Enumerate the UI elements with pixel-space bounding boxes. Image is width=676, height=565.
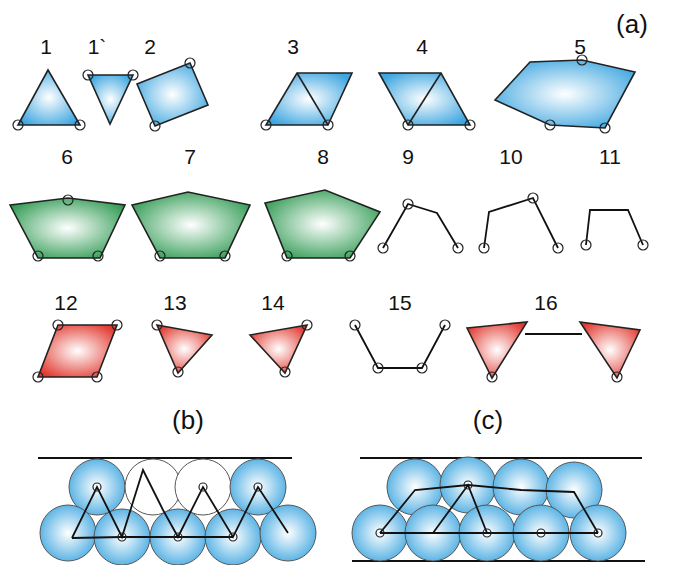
- callout-number: 1: [40, 36, 52, 57]
- callout-number: 16: [534, 292, 557, 313]
- panel-label: (b): [172, 407, 204, 433]
- callout-number: 6: [61, 146, 73, 167]
- panel-label: (c): [473, 407, 503, 433]
- blue-shapes: [18, 60, 635, 128]
- callout-number: 1`: [88, 36, 107, 57]
- packing-c: [352, 457, 645, 561]
- callout-number: 4: [416, 36, 428, 57]
- contact-marks: [33, 193, 648, 261]
- panel-label: (a): [616, 11, 648, 37]
- contact-marks: [33, 320, 622, 382]
- callout-number: 15: [388, 292, 411, 313]
- callout-number: 2: [144, 36, 156, 57]
- callout-number: 12: [54, 292, 77, 313]
- green-shapes: [10, 190, 380, 258]
- callout-number: 5: [574, 36, 586, 57]
- callout-number: 8: [317, 146, 329, 167]
- callout-number: 7: [184, 146, 196, 167]
- callout-number: 11: [599, 146, 621, 167]
- packing-b: [38, 458, 316, 565]
- callout-number: 14: [261, 292, 284, 313]
- callout-number: 10: [499, 146, 522, 167]
- open-chains: [383, 198, 643, 248]
- contact-marks: [13, 55, 610, 133]
- callout-number: 13: [163, 292, 186, 313]
- red-shapes: [38, 322, 640, 378]
- callout-number: 3: [287, 36, 299, 57]
- callout-number: 9: [402, 146, 414, 167]
